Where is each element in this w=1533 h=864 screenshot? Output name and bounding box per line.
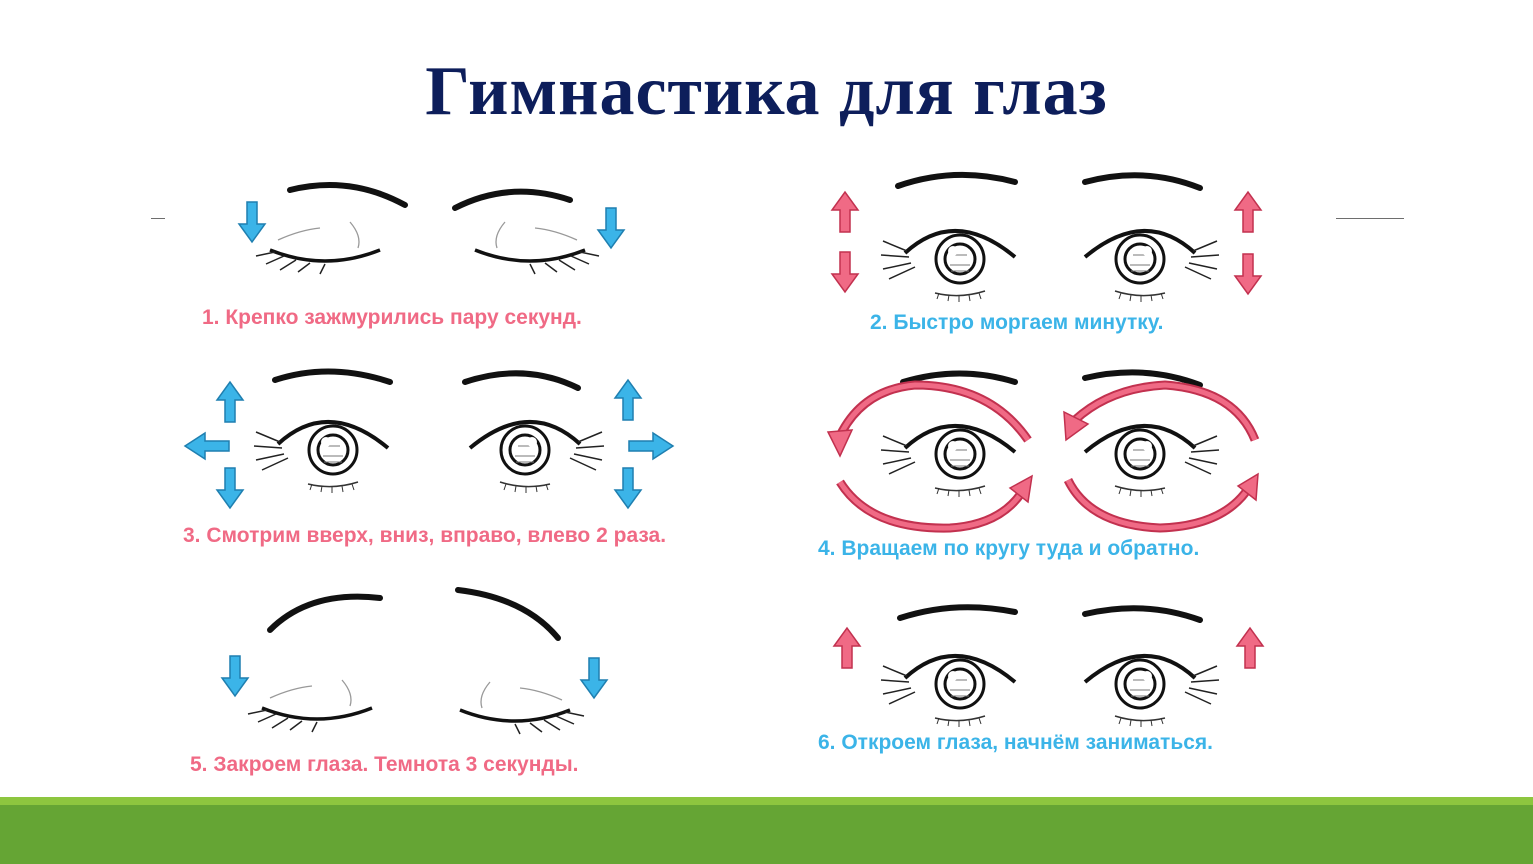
eyebrow-left <box>897 604 1018 621</box>
decor-line-right <box>1336 218 1404 219</box>
footer-bar-dark <box>0 805 1533 864</box>
decor-line-left <box>151 218 165 219</box>
eyebrow-right <box>1082 605 1203 623</box>
exercise-2-caption: 2. Быстро моргаем минутку. <box>870 311 1164 334</box>
open-eye-left-icon <box>879 653 1017 729</box>
eyebrow-left <box>900 370 1018 385</box>
open-eye-right-icon <box>1083 653 1221 729</box>
arrow-up-icon <box>833 627 861 669</box>
exercise-3-caption: 3. Смотрим вверх, вниз, вправо, влево 2 … <box>183 524 667 547</box>
eyebrow-right <box>1082 369 1203 388</box>
exercise-6-caption: 6. Откроем глаза, начнём заниматься. <box>818 731 1214 754</box>
eyebrow-right <box>1082 172 1203 191</box>
eyebrow-left <box>287 182 408 208</box>
eyebrow-right <box>455 587 561 641</box>
eyebrow-left <box>895 171 1018 189</box>
eyebrow-right <box>462 370 581 391</box>
eyebrow-left <box>267 593 383 633</box>
eyebrow-left <box>272 368 393 385</box>
exercise-5-caption: 5. Закроем глаза. Темнота 3 секунды. <box>190 753 579 776</box>
eyebrow-right <box>452 188 573 211</box>
exercise-4-caption: 4. Вращаем по кругу туда и обратно. <box>818 537 1200 560</box>
slide-title: Гимнастика для глаз <box>425 53 1108 130</box>
exercise-1-caption: 1. Крепко зажмурились пару секунд. <box>202 306 582 329</box>
footer-bar-light <box>0 797 1533 805</box>
arrow-up-icon <box>1236 627 1264 669</box>
